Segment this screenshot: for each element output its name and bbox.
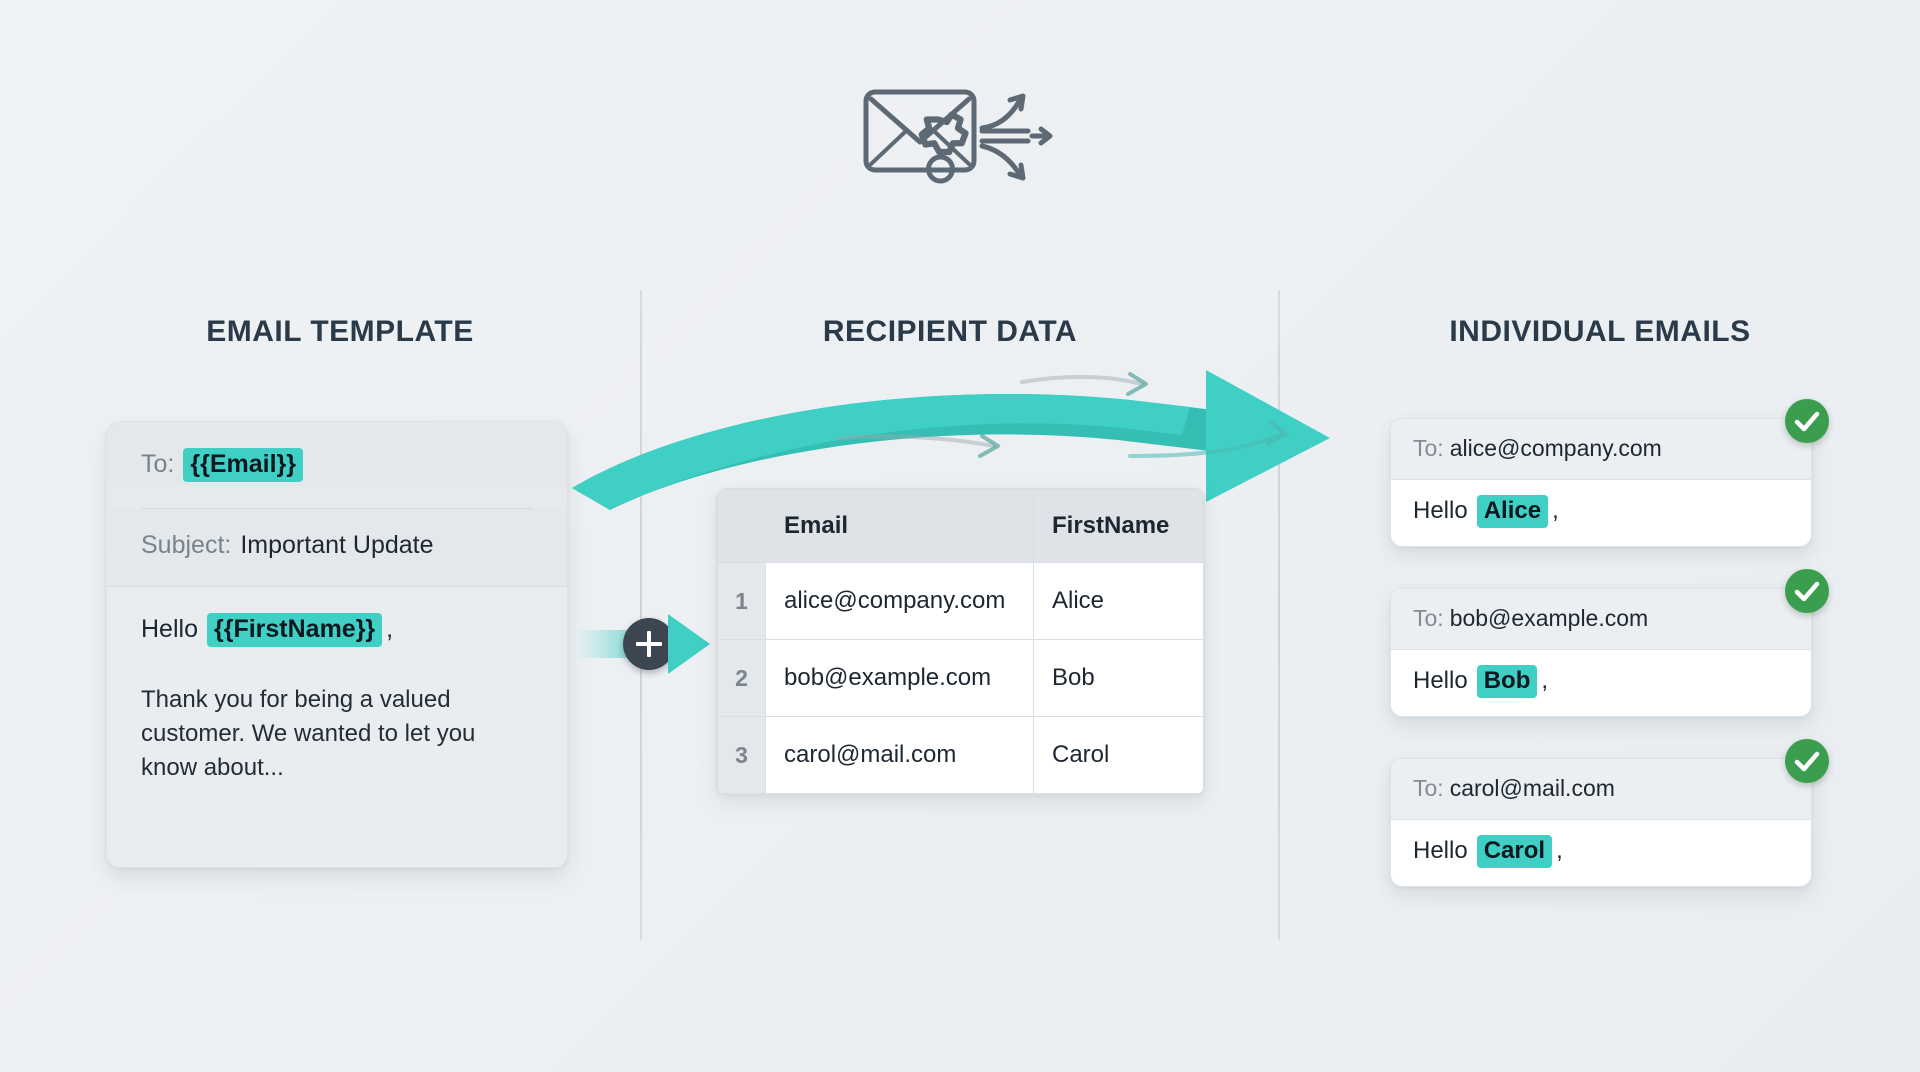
table-header-email: Email: [765, 489, 1034, 563]
email-card-greeting-comma: ,: [1541, 667, 1549, 694]
cell-email[interactable]: alice@company.com: [765, 562, 1034, 640]
cell-email[interactable]: carol@mail.com: [765, 716, 1034, 794]
email-card-greeting: Hello Carol ,: [1391, 820, 1811, 886]
table-header-firstname: FirstName: [1033, 489, 1204, 563]
email-card-greeting-comma: ,: [1552, 497, 1559, 524]
email-card-name-token: Alice: [1476, 495, 1549, 528]
merge-node[interactable]: [570, 608, 730, 682]
individual-email-card[interactable]: To:bob@example.com Hello Bob ,: [1390, 569, 1829, 717]
table-row[interactable]: 2 bob@example.com Bob: [717, 639, 1204, 717]
email-card-greeting: Hello Bob ,: [1391, 650, 1811, 716]
template-to-token: {{Email}}: [183, 448, 303, 482]
cell-firstname[interactable]: Carol: [1033, 716, 1204, 794]
table-row[interactable]: 1 alice@company.com Alice: [717, 562, 1204, 640]
email-card-greeting: Hello Alice ,: [1391, 480, 1811, 546]
template-greeting-comma: ,: [386, 615, 394, 643]
template-firstname-token: {{FirstName}}: [206, 613, 383, 647]
arrow-right-icon: [668, 614, 710, 674]
individual-email-card[interactable]: To:carol@mail.com Hello Carol ,: [1390, 739, 1829, 887]
email-card-to-row: To:carol@mail.com: [1391, 759, 1811, 820]
template-header: To: {{Email}}: [107, 422, 567, 486]
template-to-row: To: {{Email}}: [141, 448, 533, 482]
check-circle-icon: [1785, 399, 1829, 443]
email-card-to-address: bob@example.com: [1449, 605, 1649, 631]
email-card-to-label: To:: [1413, 775, 1444, 801]
email-card-to-row: To:bob@example.com: [1391, 589, 1811, 650]
row-index: 1: [717, 562, 766, 640]
template-subject-row: Subject: Important Update: [107, 509, 567, 586]
column-divider-left: [640, 290, 642, 940]
check-circle-icon: [1785, 569, 1829, 613]
template-greeting-pre: Hello: [141, 615, 198, 643]
table-row[interactable]: 3 carol@mail.com Carol: [717, 716, 1204, 794]
template-subject-label: Subject:: [141, 531, 232, 559]
column-divider-right: [1278, 290, 1280, 940]
plus-circle-icon[interactable]: [623, 618, 675, 670]
email-card-to-label: To:: [1413, 435, 1444, 461]
template-to-label: To:: [141, 450, 175, 478]
email-card-name-token: Carol: [1476, 835, 1553, 868]
email-card-to-label: To:: [1413, 605, 1444, 631]
individual-email-card[interactable]: To:alice@company.com Hello Alice ,: [1390, 399, 1829, 547]
column-title-individual-emails: INDIVIDUAL EMAILS: [1449, 315, 1751, 348]
column-title-email-template: EMAIL TEMPLATE: [206, 315, 474, 348]
table-header-index: [717, 489, 766, 563]
row-index: 2: [717, 639, 766, 717]
email-card-name-token: Bob: [1476, 665, 1538, 698]
curved-arrow-right-icon: [570, 360, 1430, 520]
table-header-row: Email FirstName: [717, 489, 1204, 563]
check-circle-icon: [1785, 739, 1829, 783]
template-divider: [141, 508, 533, 509]
template-greeting: Hello {{FirstName}} ,: [141, 613, 533, 647]
template-subject-value: Important Update: [240, 531, 434, 559]
row-index: 3: [717, 716, 766, 794]
email-card-greeting-pre: Hello: [1413, 497, 1468, 524]
cell-email[interactable]: bob@example.com: [765, 639, 1034, 717]
template-body: Hello {{FirstName}} , Thank you for bein…: [107, 586, 567, 867]
email-template-card[interactable]: To: {{Email}} Subject: Important Update …: [106, 421, 568, 868]
email-card-greeting-pre: Hello: [1413, 667, 1468, 694]
email-card-to-address: alice@company.com: [1449, 435, 1662, 461]
email-card-greeting-comma: ,: [1556, 837, 1563, 864]
template-paragraph: Thank you for being a valued customer. W…: [141, 686, 476, 782]
email-card-to-address: carol@mail.com: [1449, 775, 1615, 801]
cell-firstname[interactable]: Alice: [1033, 562, 1204, 640]
envelope-gear-arrows-icon: [860, 78, 1060, 198]
email-card-to-row: To:alice@company.com: [1391, 419, 1811, 480]
column-title-recipient-data: RECIPIENT DATA: [822, 315, 1078, 348]
recipient-data-table[interactable]: Email FirstName 1 alice@company.com Alic…: [716, 488, 1205, 795]
cell-firstname[interactable]: Bob: [1033, 639, 1204, 717]
email-card-greeting-pre: Hello: [1413, 837, 1468, 864]
